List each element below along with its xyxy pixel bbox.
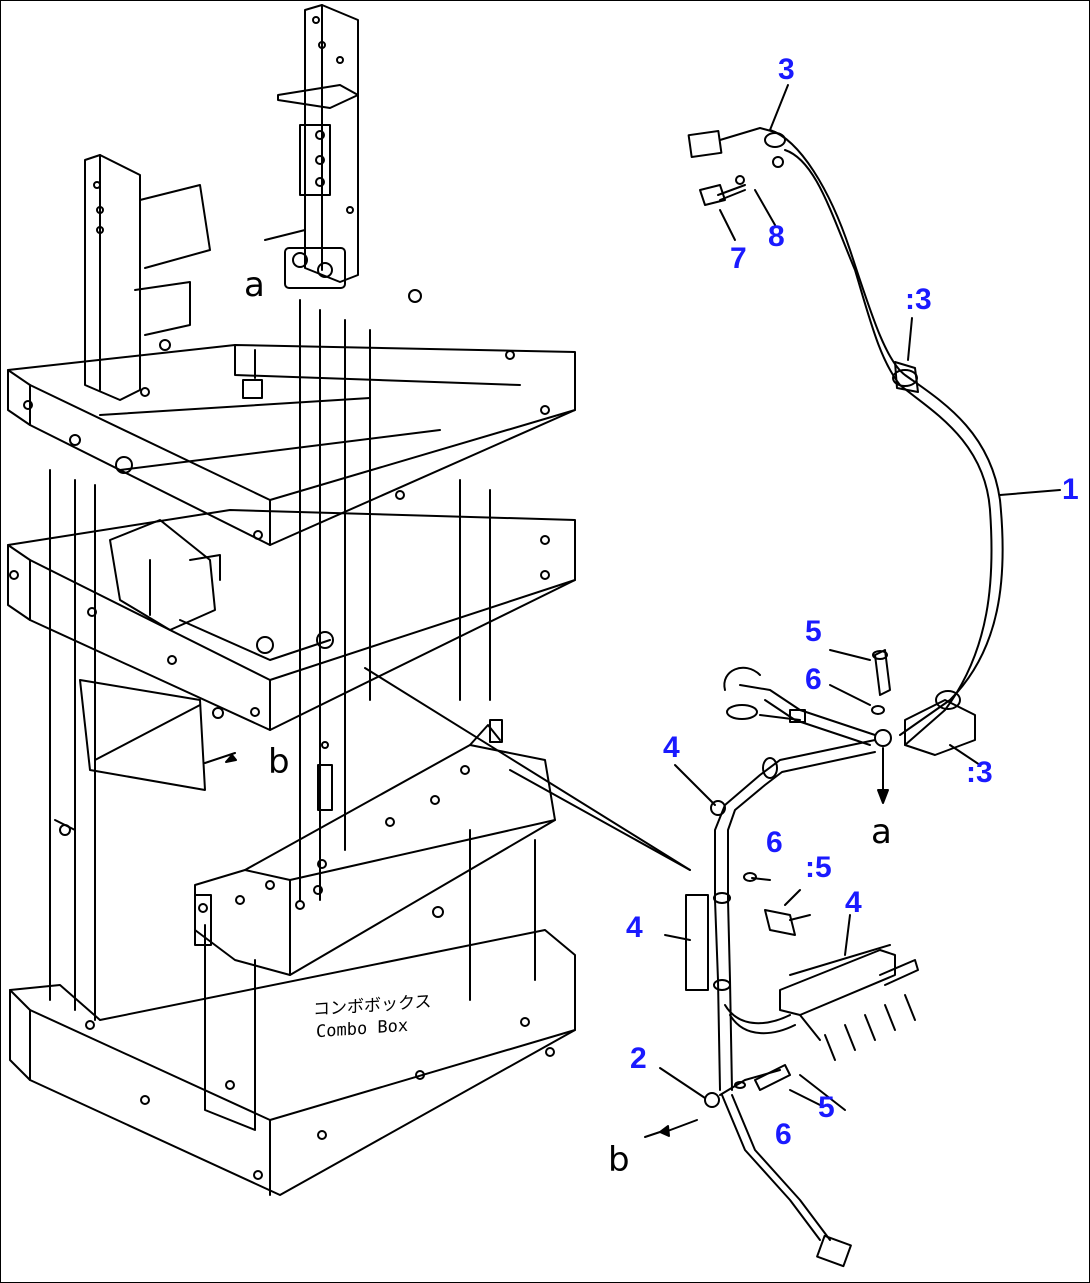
wire-harness [644,127,1004,1268]
callout-3-lower: :3 [966,756,993,789]
callout-3-mid: :3 [905,283,932,316]
view-ref-a-top: a [244,265,265,305]
frame-structure [7,4,691,1196]
callout-leaders [659,84,1061,1111]
callout-6-upper: 6 [805,663,822,696]
callout-4-right: 4 [845,886,862,919]
callout-4-upper: 4 [663,731,680,764]
callout-6-lower: 6 [775,1118,792,1151]
view-ref-a-right: a [871,812,892,852]
callout-1: 1 [1062,473,1079,506]
callout-7: 7 [730,242,747,275]
callout-5-lower: 5 [818,1091,835,1124]
callout-8: 8 [768,220,785,253]
callout-2: 2 [630,1042,647,1075]
callout-6-mid: 6 [766,826,783,859]
callout-5-mid: :5 [805,851,832,884]
callout-5-upper: 5 [805,615,822,648]
view-ref-b-bottom: b [608,1140,630,1180]
callout-4-left: 4 [626,911,643,944]
callout-3-top: 3 [778,53,795,86]
view-ref-b-left: b [268,742,290,782]
